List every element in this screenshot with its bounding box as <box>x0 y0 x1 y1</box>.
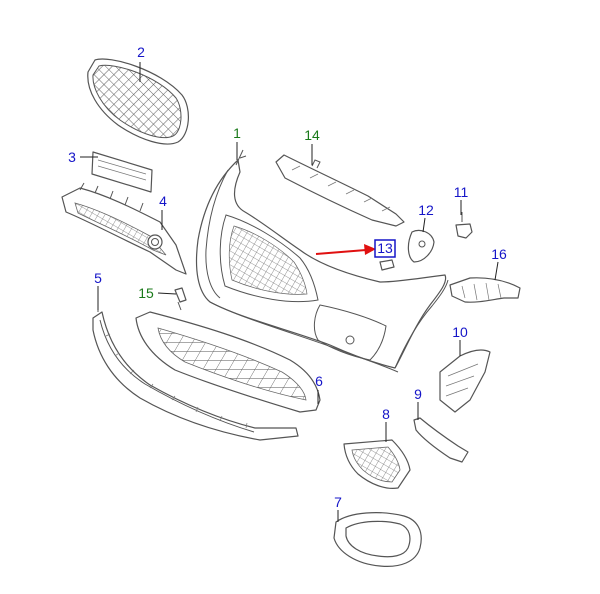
part-trim-strip <box>413 417 469 463</box>
part-front-grille <box>87 58 189 145</box>
part-side-bracket <box>449 277 521 303</box>
callout-14: 14 <box>304 127 320 143</box>
part-13-clip <box>379 259 395 271</box>
part-clip <box>455 212 473 239</box>
callout-6: 6 <box>315 373 323 389</box>
part-lower-grille <box>61 182 187 275</box>
part-small-bracket <box>407 229 435 263</box>
callout-5: 5 <box>94 270 102 286</box>
callout-4: 4 <box>159 193 167 209</box>
callout-10: 10 <box>452 324 468 340</box>
part-undertray <box>135 311 321 413</box>
callout-11: 11 <box>454 184 469 200</box>
callout-7: 7 <box>334 494 342 510</box>
part-fastener <box>174 287 187 311</box>
part-upper-bracket <box>275 154 405 227</box>
callout-2: 2 <box>137 44 145 60</box>
highlight-box-13 <box>374 239 396 258</box>
part-lower-spoiler <box>92 300 299 441</box>
callout-12: 12 <box>418 202 434 218</box>
callout-15: 15 <box>138 285 154 301</box>
callout-labels: 2 3 4 1 14 11 12 13 16 5 15 10 6 9 8 7 <box>68 44 507 510</box>
callout-1: 1 <box>233 125 241 141</box>
callout-16: 16 <box>491 246 507 262</box>
callout-13: 13 <box>377 240 393 256</box>
callout-8: 8 <box>382 406 390 422</box>
part-bezel-ring <box>333 512 422 567</box>
part-lower-mesh <box>343 439 411 489</box>
leader-lines <box>80 62 499 522</box>
callout-3: 3 <box>68 149 76 165</box>
part-plate-bracket <box>91 151 153 193</box>
part-side-vent <box>439 349 491 413</box>
part-bumper-cover <box>195 149 449 373</box>
callout-9: 9 <box>414 386 422 402</box>
pointer-arrow <box>315 244 376 255</box>
